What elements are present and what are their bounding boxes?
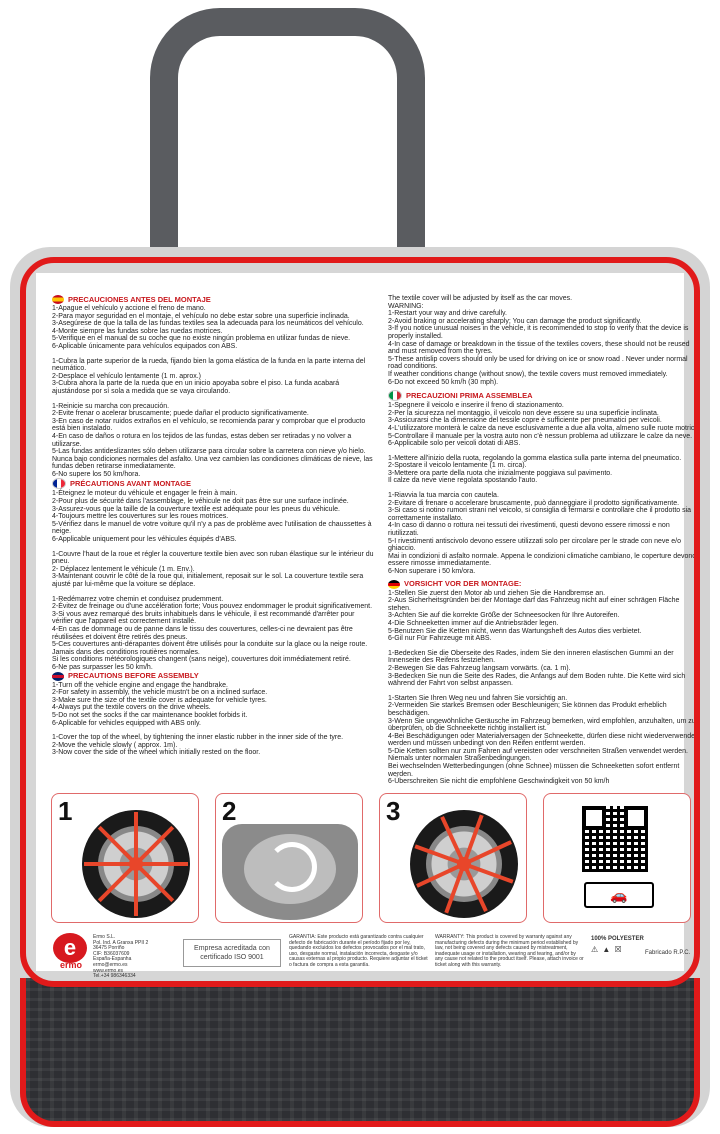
wheel-with-sock-icon: [82, 810, 190, 918]
es-text-c: 1-Reinicie su marcha con precaución. 2-E…: [52, 402, 373, 478]
left-column: PRECAUCIONES ANTES DEL MONTAJE 1-Apague …: [52, 295, 377, 757]
qr-code[interactable]: [582, 806, 648, 872]
es-title-text: PRECAUCIONES ANTES DEL MONTAJE: [68, 294, 211, 304]
bag-handle: [150, 8, 425, 308]
es-text-a: 1-Apague el vehículo y accione el freno …: [52, 305, 364, 350]
step-3-number: 3: [386, 796, 401, 826]
right-column: The textile cover will be adjusted by it…: [388, 295, 698, 786]
car-video-icon: 🚗: [584, 882, 654, 908]
uk-flag-icon: [52, 671, 64, 681]
spain-flag-icon: [52, 295, 64, 304]
section-en-title: PRECAUTIONS BEFORE ASSEMBLY: [52, 671, 377, 681]
step-2-number: 2: [222, 796, 237, 826]
en-text-b: 1-Cover the top of the wheel, by tighten…: [52, 734, 344, 757]
warranty-text: WARRANTY: This product is covered by war…: [435, 934, 584, 968]
fr-text-a: 1-Éteignez le moteur du véhicule et enga…: [52, 490, 372, 544]
hub: [129, 857, 143, 871]
section-es-title: PRECAUCIONES ANTES DEL MONTAJE: [52, 295, 377, 304]
company-address: Ermo S.L. Pol. Ind. A Granxa PPII 2 3647…: [93, 934, 149, 980]
fr-text-b: 1-Couvre l'haut de la roue et régler la …: [52, 550, 374, 588]
en-title-text: PRECAUTIONS BEFORE ASSEMBLY: [68, 671, 199, 681]
step-1-number: 1: [58, 796, 73, 826]
italy-flag-icon: [388, 390, 402, 402]
hub: [457, 857, 471, 871]
it-text-c: 1-Riavvia la tua marcia con cautela. 2-E…: [388, 492, 697, 575]
guarantee-text: GARANTIA: Este producto está garantizado…: [289, 934, 428, 968]
section-it-title: PRECAUZIONI PRIMA ASSEMBLEA: [388, 390, 694, 402]
france-flag-icon: [52, 478, 66, 490]
rotate-arrow-icon: [267, 842, 317, 892]
ermo-logo: e ermo: [51, 933, 89, 971]
fr-title-text: PRÉCAUTIONS AVANT MONTAGE: [70, 479, 191, 489]
fr-text-c: 1-Redémarrez votre chemin et conduisez p…: [52, 595, 373, 671]
instruction-panel: PRECAUCIONES ANTES DEL MONTAJE 1-Apague …: [20, 257, 700, 987]
germany-flag-icon: [388, 579, 400, 589]
footer: e ermo Ermo S.L. Pol. Ind. A Granxa PPII…: [51, 933, 691, 981]
es-text-b: 1-Cubra la parte superior de la rueda, f…: [52, 357, 366, 395]
qr-video-panel: 🚗: [543, 793, 691, 923]
de-text-a: 1-Stellen Sie zuerst den Motor ab und zi…: [388, 589, 680, 643]
bag-bottom-mesh: [20, 978, 700, 1127]
iso-certificate-box: Empresa acreditada con certificado ISO 9…: [183, 939, 281, 967]
made-in-label: Fabricado R.P.C.: [645, 950, 691, 956]
de-text-c: 1-Starten Sie Ihren Weg neu und fahren S…: [388, 694, 697, 786]
instruction-sheet: PRECAUCIONES ANTES DEL MONTAJE 1-Apague …: [36, 273, 694, 979]
care-symbols-icon: ⚠ ▲ ☒: [591, 945, 623, 954]
logo-word: ermo: [59, 960, 82, 970]
en-text-c: The textile cover will be adjusted by it…: [388, 295, 690, 386]
sock-cover-icon: [222, 824, 358, 920]
step-2-panel: 2: [215, 793, 363, 923]
it-title-text: PRECAUZIONI PRIMA ASSEMBLEA: [406, 390, 533, 400]
section-fr-title: PRÉCAUTIONS AVANT MONTAGE: [52, 478, 377, 490]
material-label: 100% POLYESTER: [591, 936, 644, 942]
wheel-with-sock-icon: [410, 810, 518, 918]
en-text-a: 1-Turn off the vehicle engine and engage…: [52, 681, 268, 727]
it-text-a: 1-Spegnere il veicolo e inserire il fren…: [388, 402, 698, 448]
assembly-steps: 1 2 3: [51, 793, 691, 923]
section-de-title: VORSICHT VOR DER MONTAGE:: [388, 579, 694, 589]
de-text-b: 1-Bedecken Sie die Oberseite des Rades, …: [388, 649, 686, 688]
logo-letter: e: [53, 933, 87, 963]
step-3-panel: 3: [379, 793, 527, 923]
de-title-text: VORSICHT VOR DER MONTAGE:: [404, 579, 522, 589]
step-1-panel: 1: [51, 793, 199, 923]
iso-certificate-text: Empresa acreditada con certificado ISO 9…: [194, 945, 270, 961]
it-text-b: 1-Mettere all'inizio della ruota, regola…: [388, 454, 682, 485]
